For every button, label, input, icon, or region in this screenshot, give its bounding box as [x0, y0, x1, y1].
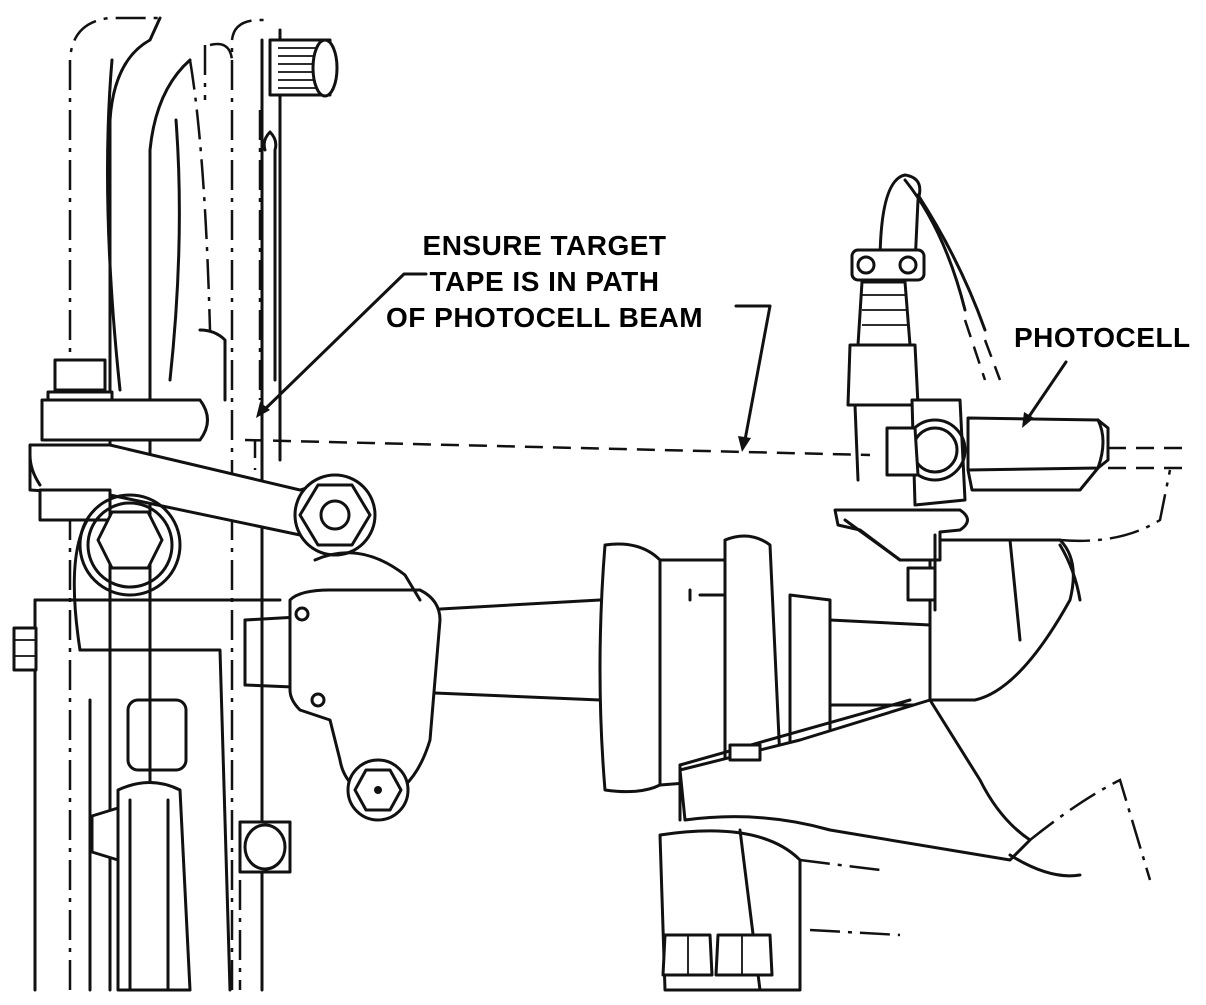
photocell-assembly: [833, 173, 1182, 612]
main-shaft: [243, 534, 932, 822]
target-tape-callout: ENSURE TARGET TAPE IS IN PATH OF PHOTOCE…: [386, 228, 703, 336]
photocell-leader: [1026, 360, 1068, 420]
target-tape-leader: [260, 272, 428, 414]
beam-arrowhead: [738, 436, 751, 452]
left-strut-assembly: [68, 16, 339, 992]
left-housing: [12, 498, 292, 992]
link-arm: [28, 358, 377, 597]
callout-line-3: OF PHOTOCELL BEAM: [386, 302, 704, 333]
callout-line-1: ENSURE TARGET: [422, 230, 667, 261]
photocell-arrowhead: [1022, 412, 1034, 428]
right-housing: [658, 469, 1172, 992]
photocell-callout: PHOTOCELL: [1014, 322, 1191, 353]
photocell-beam-line: [244, 438, 871, 457]
target-tape-arrowhead: [256, 402, 270, 418]
beam-leader: [734, 304, 772, 442]
callout-line-2: TAPE IS IN PATH: [429, 266, 660, 297]
